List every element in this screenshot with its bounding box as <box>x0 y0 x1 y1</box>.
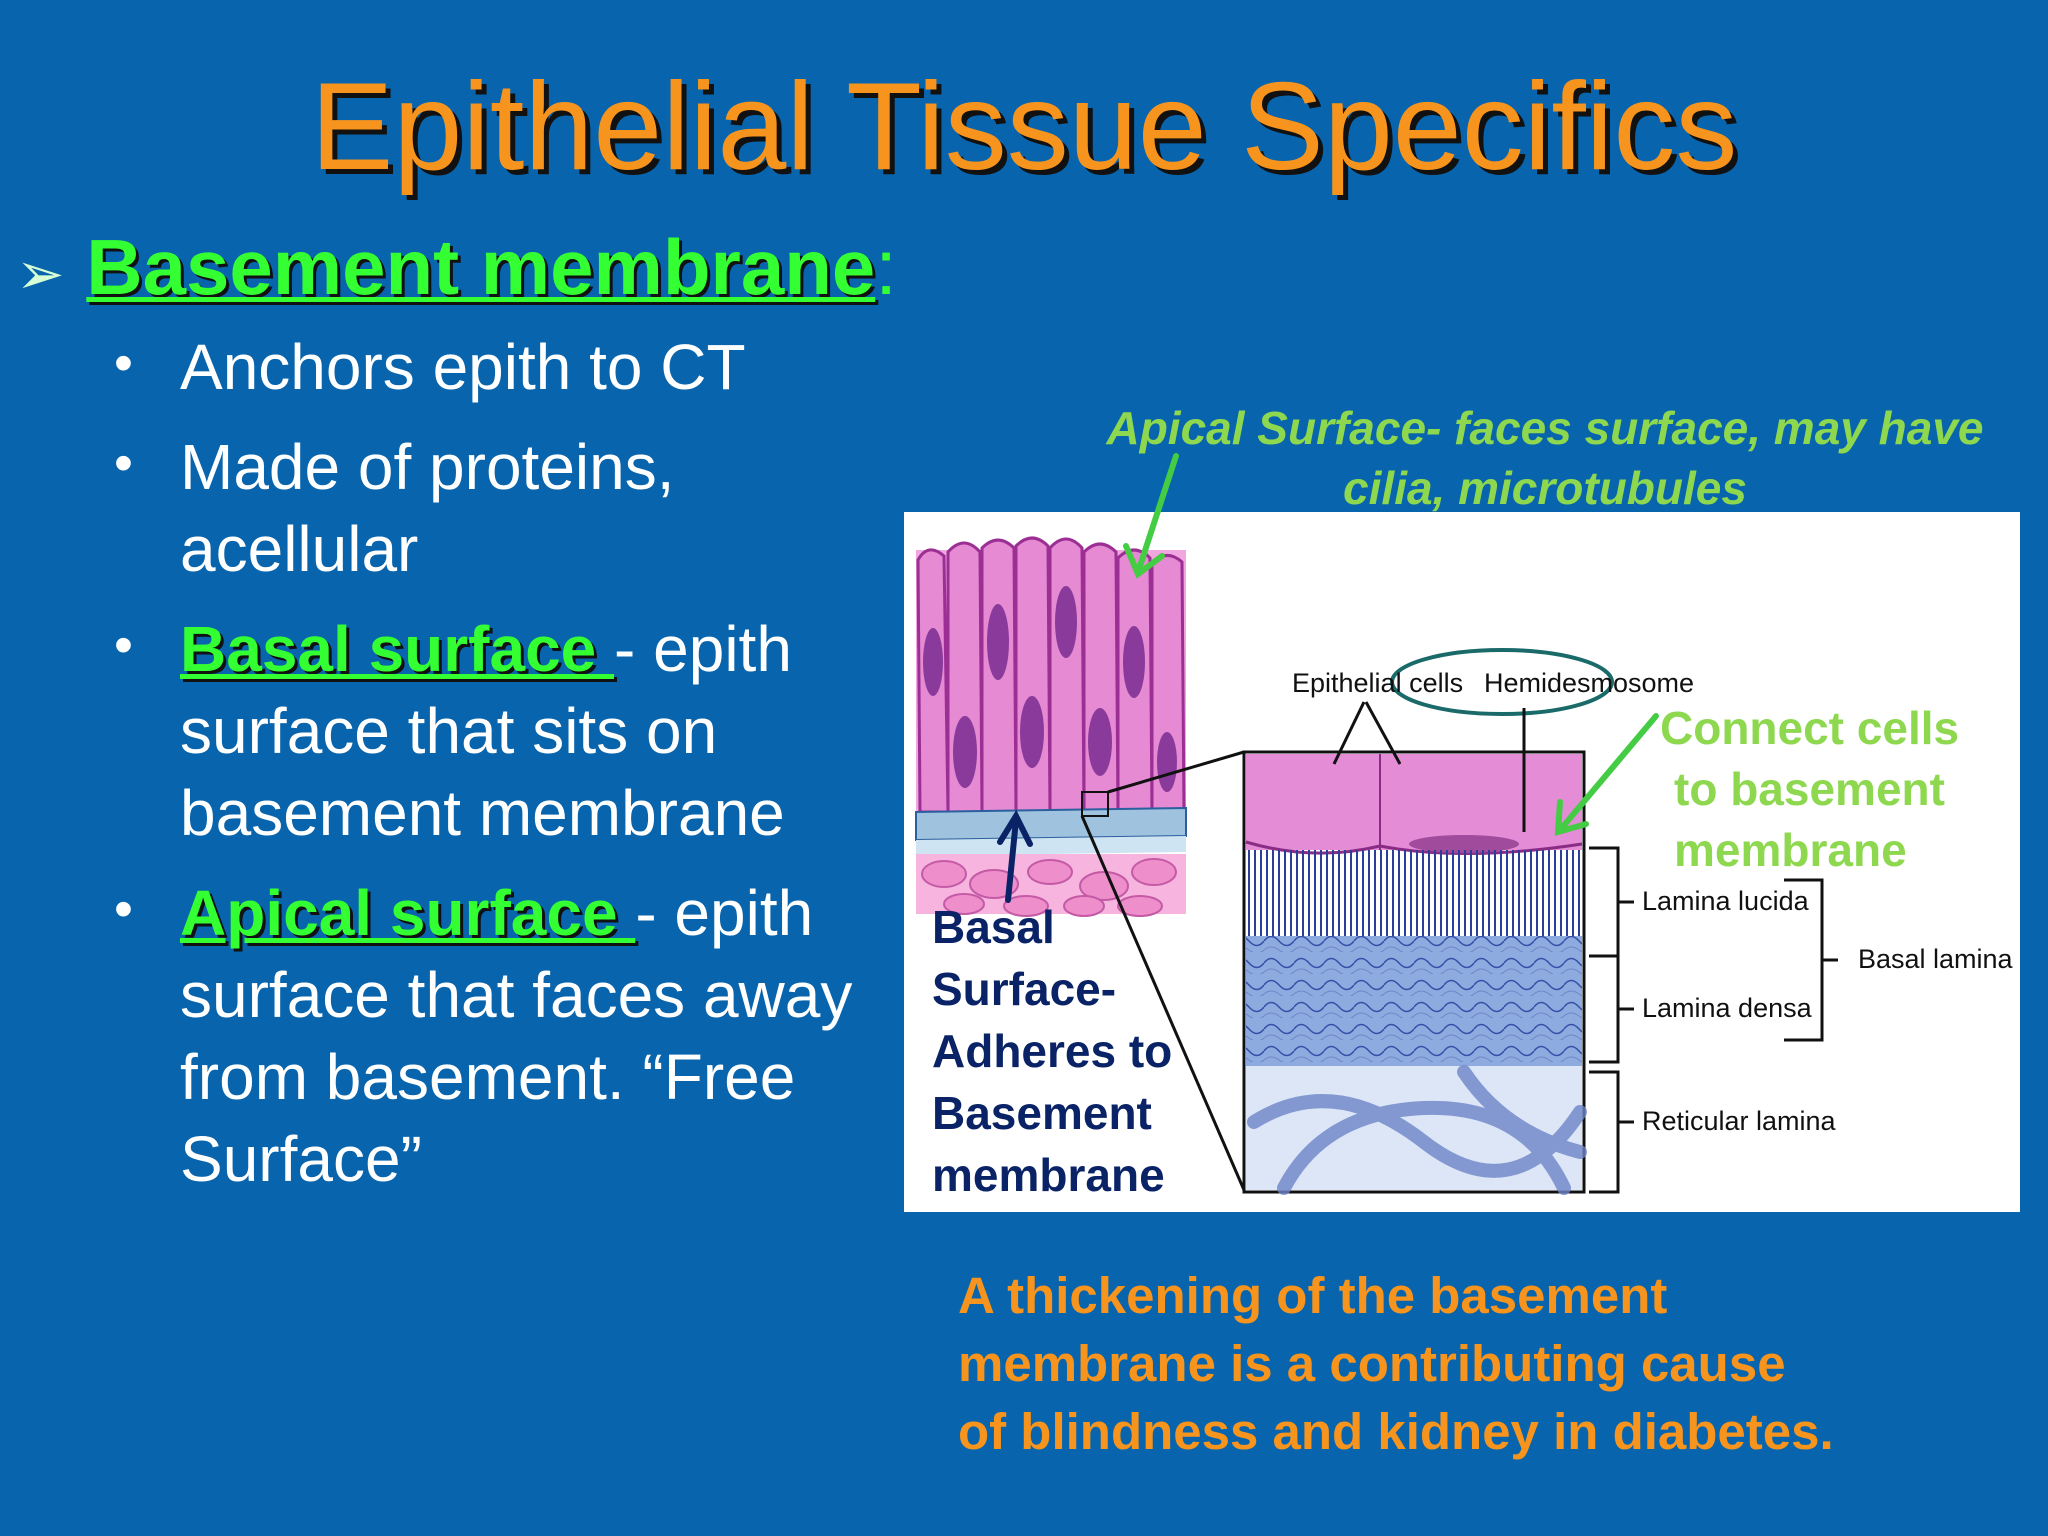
basement-membrane-heading: Basement membrane <box>86 223 876 311</box>
main-bullet: ➢ Basement membrane: <box>16 222 897 313</box>
apical-surface-term: Apical surface <box>180 877 636 949</box>
lamina-lucida-label: Lamina lucida <box>1642 886 1809 916</box>
apical-note-line1: Apical Surface- faces surface, may have <box>1106 402 1984 454</box>
apical-arrow-icon <box>1123 453 1179 579</box>
basal-note-line: Adheres to <box>932 1025 1173 1077</box>
basal-surface-term: Basal surface <box>180 613 615 685</box>
bullet-proteins: Made of proteins, acellular <box>110 422 910 590</box>
columnar-epithelium <box>915 536 1187 917</box>
lamina-densa-label: Lamina densa <box>1642 993 1812 1023</box>
basal-note-line: Surface- <box>932 963 1117 1015</box>
bullet-text: - epith surface that sits on basement me… <box>180 613 792 849</box>
connect-note-line: membrane <box>1674 824 1907 876</box>
basal-note-line: membrane <box>932 1149 1165 1201</box>
basal-surface-note: Basal Surface- Adheres to Basement membr… <box>932 896 1232 1206</box>
bullet-text-cont: acellular <box>180 513 419 585</box>
connect-arrow-icon <box>1554 713 1659 837</box>
connect-note-line: Connect cells <box>1660 702 1960 754</box>
basal-note-line: Basement <box>932 1087 1152 1139</box>
bullet-text: Anchors epith to CT <box>180 331 746 403</box>
arrow-bullet-icon: ➢ <box>16 241 65 307</box>
bullet-text: - epith surface that faces away from bas… <box>180 877 853 1195</box>
basal-lamina-label: Basal lamina <box>1858 944 2013 974</box>
bullet-anchors: Anchors epith to CT <box>110 322 910 408</box>
diabetes-note-line: A thickening of the basement <box>958 1267 1668 1324</box>
diabetes-note-line: of blindness and kidney in diabetes. <box>958 1403 1834 1460</box>
heading-colon: : <box>875 223 897 311</box>
diabetes-note-line: membrane is a contributing cause <box>958 1335 1786 1392</box>
basal-note-line: Basal <box>932 901 1055 953</box>
hemidesmosome-highlight <box>1390 648 1614 716</box>
bullet-basal-surface: Basal surface - epith surface that sits … <box>110 604 910 854</box>
basal-arrow-icon <box>997 809 1033 903</box>
connect-note-line: to basement <box>1674 763 1945 815</box>
figure-illustration <box>915 536 1838 1195</box>
diabetes-note: A thickening of the basement membrane is… <box>958 1262 2018 1466</box>
apical-surface-note: Apical Surface- faces surface, may have … <box>1050 398 2040 518</box>
slide-title: Epithelial Tissue Specifics <box>310 58 1738 196</box>
magnified-membrane <box>1242 750 1587 1195</box>
bullet-apical-surface: Apical surface - epith surface that face… <box>110 868 910 1200</box>
reticular-lamina-label: Reticular lamina <box>1642 1106 1836 1136</box>
epithelial-cells-label: Epithelial cells <box>1292 668 1464 698</box>
sub-bullet-list: Anchors epith to CT Made of proteins, ace… <box>110 322 910 1218</box>
apical-note-line2: cilia, microtubules <box>1343 462 1747 514</box>
layer-brackets <box>1589 846 1838 1194</box>
connect-cells-note: Connect cells to basement membrane <box>1660 698 2020 881</box>
hemidesmosome-label: Hemidesmosome <box>1484 668 1695 698</box>
basement-membrane-figure: Epithelial cells Hemidesmosome Lamina lu… <box>904 512 2020 1212</box>
bullet-text: Made of proteins, <box>180 431 675 503</box>
